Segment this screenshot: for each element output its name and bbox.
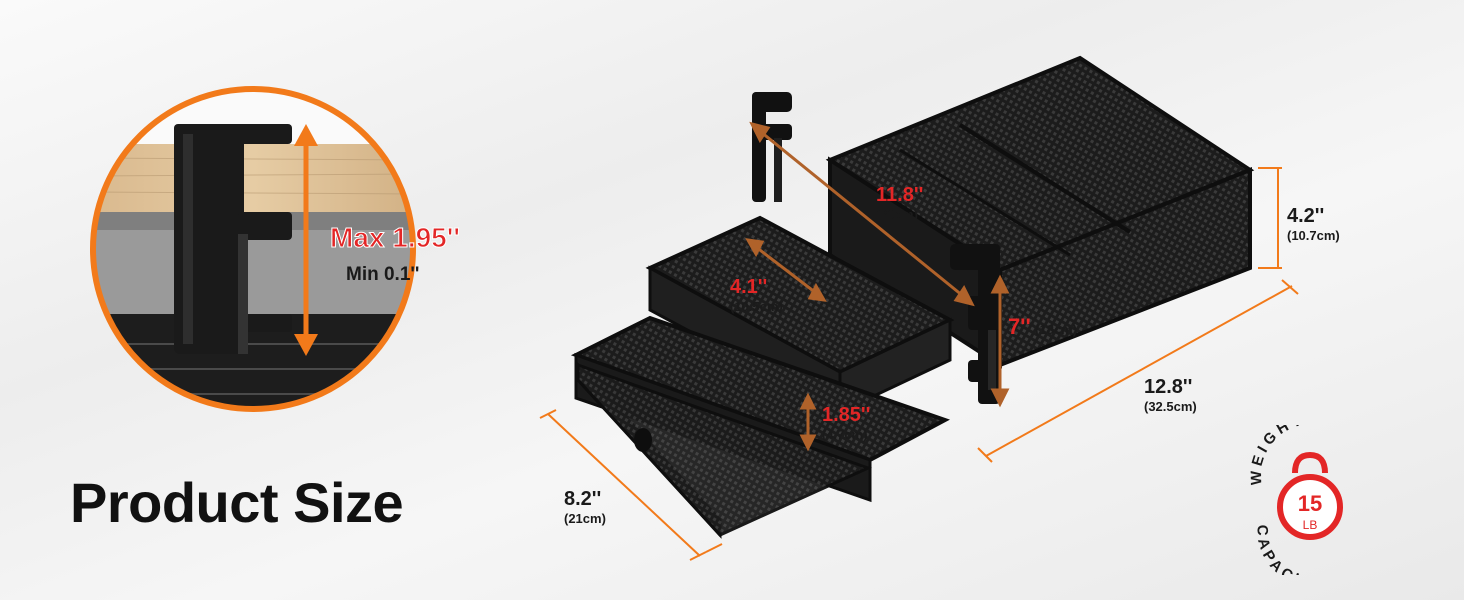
lower-drawer xyxy=(570,315,950,539)
dim-drawer-width-cm: (10.5cm) xyxy=(730,299,783,314)
main-basket xyxy=(825,55,1255,369)
dim-width-top: 11.8'' (30cm) xyxy=(876,184,923,222)
dim-drawer-width-inch: 4.1'' xyxy=(730,276,768,298)
dim-drawer-depth: 1.85'' (4.7cm) xyxy=(822,404,870,442)
dim-clamp-height-cm: (18cm) xyxy=(1035,322,1078,337)
dim-height: 4.2'' (10.7cm) xyxy=(1287,205,1340,243)
clamp-zoom-circle xyxy=(90,86,416,412)
arrow-markers xyxy=(745,121,1010,452)
weight-capacity-badge: WEIGHT CAPACITY 15 LB xyxy=(1248,425,1343,575)
dim-length: 12.8'' (32.5cm) xyxy=(1144,376,1197,414)
dim-height-inch: 4.2'' xyxy=(1287,205,1325,227)
page-title: Product Size xyxy=(70,471,404,534)
dim-depth-inch: 8.2'' xyxy=(564,488,602,510)
dimension-lines xyxy=(539,167,1299,561)
dim-height-cm: (10.7cm) xyxy=(1287,228,1340,243)
dim-depth-cm: (21cm) xyxy=(564,511,606,526)
dim-width-top-inch: 11.8'' xyxy=(876,184,924,206)
max-clamp-label: Max 1.95'' xyxy=(329,222,461,254)
badge-value: 15 xyxy=(1298,491,1322,516)
dim-length-cm: (32.5cm) xyxy=(1144,399,1197,414)
dim-clamp-height: 7'' (18cm) xyxy=(1008,314,1077,340)
dim-length-inch: 12.8'' xyxy=(1144,376,1193,398)
dim-drawer-depth-cm: (4.7cm) xyxy=(822,427,868,442)
right-clamp xyxy=(950,244,1000,404)
badge-unit: LB xyxy=(1303,518,1318,532)
dim-depth: 8.2'' (21cm) xyxy=(564,488,606,526)
kettlebell-icon xyxy=(1277,451,1343,540)
dim-drawer-width: 4.1'' (10.5cm) xyxy=(730,276,783,314)
dim-width-top-cm: (30cm) xyxy=(876,207,918,222)
left-clamp xyxy=(752,92,792,202)
dim-clamp-height-inch: 7'' xyxy=(1008,314,1031,339)
min-clamp-label: Min 0.1'' xyxy=(346,264,420,285)
dim-drawer-depth-inch: 1.85'' xyxy=(822,404,871,426)
